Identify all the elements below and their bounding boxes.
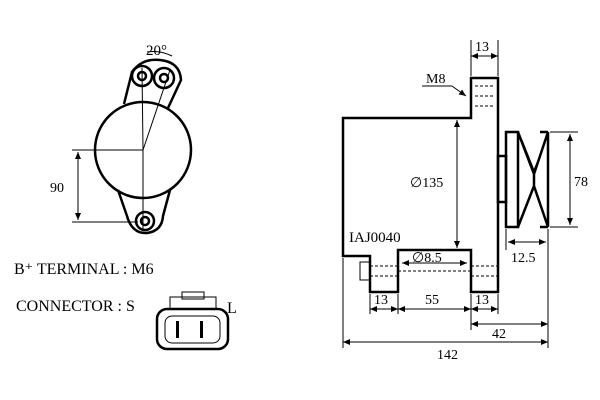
height-label: 90	[50, 181, 64, 196]
upper-mount-hole-right	[152, 66, 176, 90]
angle-arc	[146, 51, 173, 57]
angle-label: 20°	[146, 43, 167, 59]
terminal-label: B⁺ TERMINAL : M6	[14, 261, 154, 278]
specs: B⁺ TERMINAL : M6 CONNECTOR : S L	[14, 261, 237, 351]
top-width-label: 13	[475, 40, 489, 55]
model-code: IAJ0040	[349, 230, 401, 246]
pulley	[504, 130, 550, 229]
pulley-diameter-label: 78	[574, 175, 588, 190]
side-view: M8 13 ∅135 78 IAJ0040 ∅8.5 12.5 13	[341, 40, 588, 363]
connector-label: CONNECTOR : S	[16, 298, 135, 315]
dim-42-label: 42	[492, 327, 506, 342]
lower-mount-hole-inner	[139, 215, 151, 227]
dim-right-13-label: 13	[475, 293, 489, 308]
lower-mount-hole	[134, 210, 156, 232]
front-view: 90 20°	[50, 43, 193, 235]
pulley-groove-top	[521, 139, 535, 171]
angle-line-left	[141, 67, 144, 151]
connector-icon	[155, 291, 230, 351]
dim-55-label: 55	[425, 293, 439, 308]
body-diameter-label: ∅135	[410, 176, 443, 191]
dim-left-13-label: 13	[374, 293, 388, 308]
alternator-side-body	[341, 76, 500, 294]
pulley-groove-top-2	[533, 139, 547, 171]
dim-142-label: 142	[437, 348, 458, 363]
terminal-tab	[359, 261, 371, 281]
hole-diameter-label: ∅8.5	[412, 251, 442, 266]
pulley-width-label: 12.5	[511, 251, 536, 266]
connector-l-label: L	[227, 300, 237, 317]
lower-mount-lug	[116, 189, 172, 235]
angle-line-right	[142, 69, 171, 151]
thread-label: M8	[426, 72, 445, 87]
upper-mount-hole-right-inner	[158, 72, 170, 84]
thread-leader	[451, 85, 467, 97]
